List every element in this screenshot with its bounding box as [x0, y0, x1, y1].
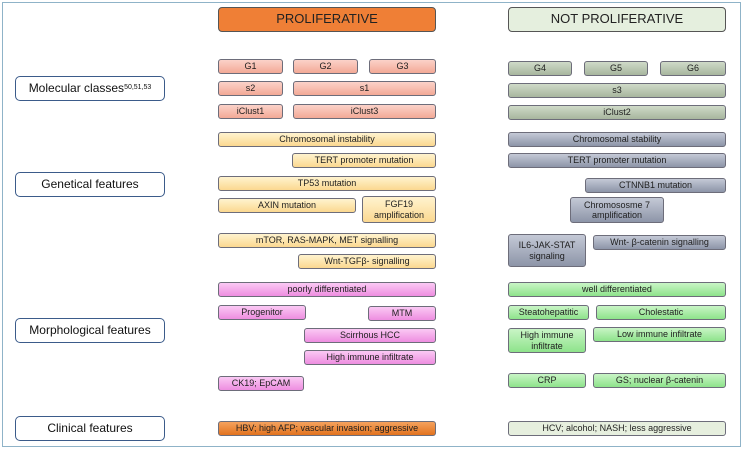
axin-mutation: AXIN mutation — [218, 198, 356, 213]
cholestatic: Cholestatic — [596, 305, 726, 320]
fgf19-amplification: FGF19 amplification — [362, 196, 436, 223]
ck19-epcam: CK19; EpCAM — [218, 376, 304, 391]
not-proliferative-header: NOT PROLIFERATIVE — [508, 7, 726, 32]
tert-promoter-mutation-left: TERT promoter mutation — [292, 153, 436, 168]
molecular-classes-text: Molecular classes — [28, 80, 125, 95]
class-g4: G4 — [508, 61, 572, 76]
high-immune-infiltrate-left: High immune infiltrate — [304, 350, 436, 365]
mtm: MTM — [368, 306, 436, 321]
low-immune-infiltrate: Low immune infiltrate — [593, 327, 726, 342]
class-g2: G2 — [293, 59, 358, 74]
wnt-beta-catenin-signalling: Wnt- β-catenin signalling — [593, 235, 726, 250]
ctnnb1-mutation: CTNNB1 mutation — [585, 178, 726, 193]
class-g6: G6 — [660, 61, 726, 76]
tp53-mutation: TP53 mutation — [218, 176, 436, 191]
chromosomal-stability: Chromosomal stability — [508, 132, 726, 147]
molecular-classes-refs: 50,51,53 — [124, 84, 152, 92]
chromosomal-instability: Chromosomal instability — [218, 132, 436, 147]
proliferative-header: PROLIFERATIVE — [218, 7, 436, 32]
class-iclust3: iClust3 — [293, 104, 436, 119]
chromosome-7-amplification: Chromososme 7 amplification — [570, 197, 664, 223]
class-s1: s1 — [293, 81, 436, 96]
class-g3: G3 — [369, 59, 436, 74]
crp: CRP — [508, 373, 586, 388]
mtor-ras-mapk-met-signalling: mTOR, RAS-MAPK, MET signalling — [218, 233, 436, 248]
progenitor: Progenitor — [218, 305, 306, 320]
class-iclust2: iClust2 — [508, 105, 726, 120]
class-iclust1: iClust1 — [218, 104, 283, 119]
wnt-tgf-signalling: Wnt-TGFβ- signalling — [298, 254, 436, 269]
class-g5: G5 — [584, 61, 648, 76]
steatohepatitic: Steatohepatitic — [508, 305, 589, 320]
poorly-differentiated: poorly differentiated — [218, 282, 436, 297]
class-s2: s2 — [218, 81, 283, 96]
genetical-features-label: Genetical features — [15, 172, 165, 197]
high-immune-infiltrate-right: High immune infiltrate — [508, 328, 586, 353]
tert-promoter-mutation-right: TERT promoter mutation — [508, 153, 726, 168]
class-s3: s3 — [508, 83, 726, 98]
clinical-features-label: Clinical features — [15, 416, 165, 441]
gs-nuclear-beta-catenin: GS; nuclear β-catenin — [593, 373, 726, 388]
class-g1: G1 — [218, 59, 283, 74]
clinical-proliferative: HBV; high AFP; vascular invasion; aggres… — [218, 421, 436, 436]
well-differentiated: well differentiated — [508, 282, 726, 297]
scirrhous-hcc: Scirrhous HCC — [304, 328, 436, 343]
il6-jak-stat-signaling: IL6-JAK-STAT signaling — [508, 234, 586, 267]
clinical-not-proliferative: HCV; alcohol; NASH; less aggressive — [508, 421, 726, 436]
morphological-features-label: Morphological features — [15, 318, 165, 343]
